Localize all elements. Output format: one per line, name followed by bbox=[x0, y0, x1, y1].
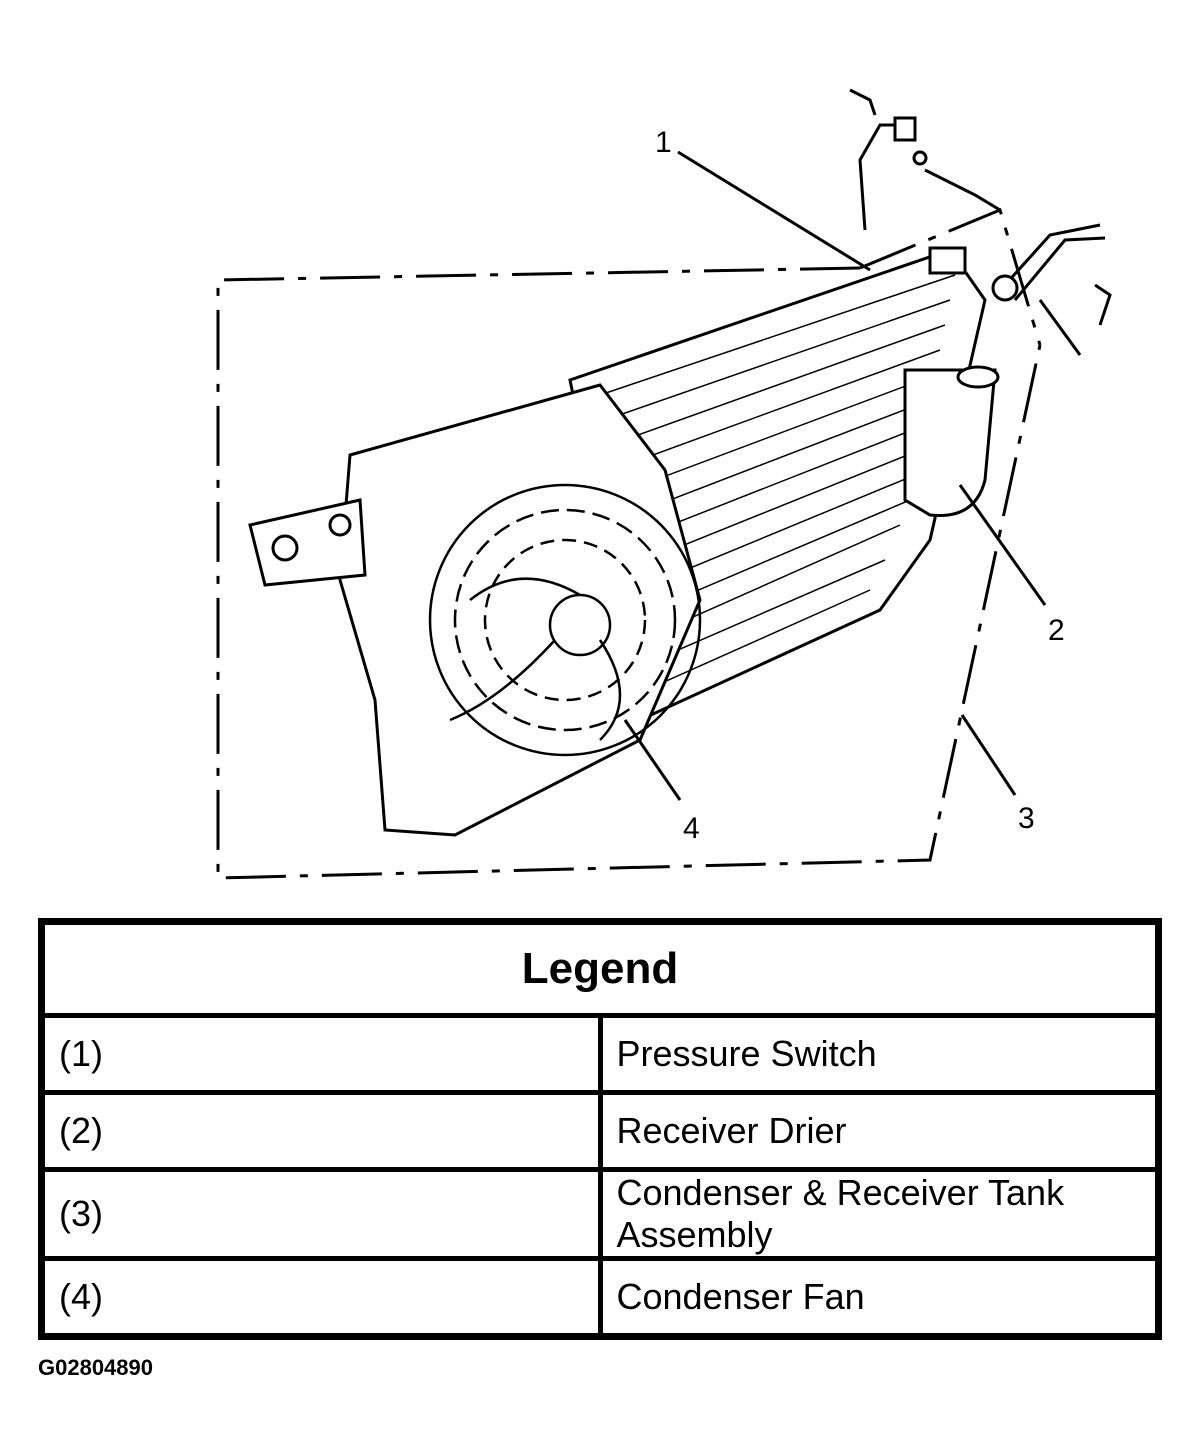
receiver-drier-tank bbox=[903, 365, 1000, 518]
callout-2: 2 bbox=[1048, 614, 1065, 647]
legend-number: (3) bbox=[39, 1167, 603, 1261]
fan-shroud bbox=[248, 383, 702, 837]
fan-blades bbox=[428, 483, 702, 757]
condenser-assembly-diagram: 1 2 3 4 bbox=[216, 88, 1112, 880]
callout-3: 3 bbox=[1018, 802, 1035, 835]
legend-label: Receiver Drier bbox=[597, 1090, 1161, 1172]
legend-number: (1) bbox=[39, 1013, 603, 1095]
figure-id: G02804890 bbox=[38, 1355, 153, 1380]
legend-number: (4) bbox=[39, 1256, 603, 1339]
callout-1: 1 bbox=[655, 126, 672, 159]
leader-lines bbox=[623, 150, 1047, 801]
pressure-switch-and-lines bbox=[849, 88, 1112, 356]
legend-row: (4) Condenser Fan bbox=[39, 1256, 1161, 1339]
legend-row: (1) Pressure Switch bbox=[39, 1013, 1161, 1095]
legend-label: Condenser Fan bbox=[597, 1256, 1161, 1339]
legend-label: Pressure Switch bbox=[597, 1013, 1161, 1095]
legend-number: (2) bbox=[39, 1090, 603, 1172]
legend-row: (3) Condenser & Receiver Tank Assembly bbox=[39, 1167, 1161, 1261]
legend-row: (2) Receiver Drier bbox=[39, 1090, 1161, 1172]
legend-label: Condenser & Receiver Tank Assembly bbox=[597, 1167, 1161, 1261]
legend-table: Legend (1) Pressure Switch (2) Receiver … bbox=[38, 918, 1162, 1340]
callout-4: 4 bbox=[683, 812, 700, 845]
legend-title: Legend bbox=[39, 919, 1161, 1018]
